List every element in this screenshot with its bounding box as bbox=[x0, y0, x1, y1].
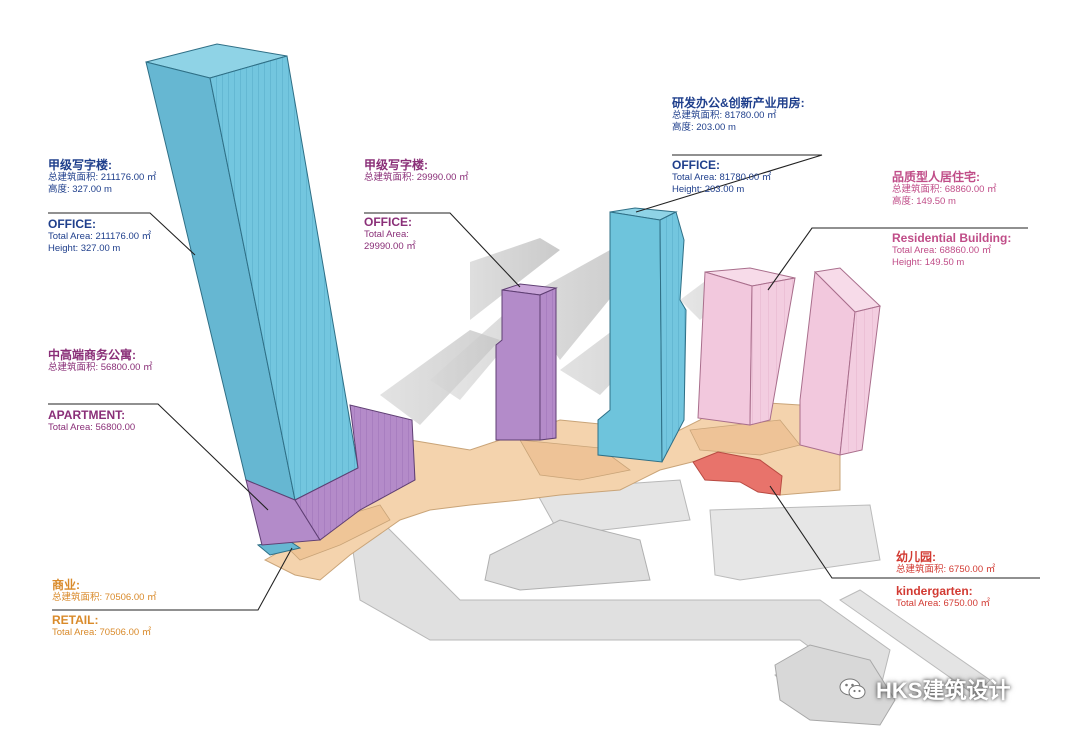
label-kindergarten: 幼儿园: 总建筑面积: 6750.00 ㎡ bbox=[896, 550, 995, 576]
res-b-front bbox=[799, 270, 856, 456]
kindergarten-cn-area: 总建筑面积: 6750.00 ㎡ bbox=[896, 564, 996, 576]
office-mid-en-title: OFFICE: bbox=[364, 215, 412, 229]
residential-mass bbox=[697, 267, 882, 456]
leader-line-residential bbox=[767, 227, 1028, 291]
watermark-text: HKS建筑设计 bbox=[876, 678, 1011, 703]
residential-en-title: Residential Building: bbox=[892, 231, 1012, 245]
office-mid-cn-area: 总建筑面积: 29990.00 ㎡ bbox=[364, 172, 469, 184]
residential-cn-title: 品质型人居住宅: bbox=[892, 170, 980, 184]
label-office-mid-en: OFFICE: Total Area: 29990.00 ㎡ bbox=[364, 215, 416, 252]
office-mid-en-area-label: Total Area: bbox=[364, 229, 409, 241]
leader-line-kindergarten bbox=[769, 485, 1040, 579]
residential-cn-height: 高度: 149.50 m bbox=[892, 195, 956, 207]
rnd-en-title: OFFICE: bbox=[672, 158, 720, 172]
retail-en-area: Total Area: 70506.00 ㎡ bbox=[52, 627, 152, 639]
label-retail-en: RETAIL: Total Area: 70506.00 ㎡ bbox=[52, 613, 151, 639]
label-rnd-office-en: OFFICE: Total Area: 81780.00 ㎡ Height: 2… bbox=[672, 158, 771, 195]
retail-en-title: RETAIL: bbox=[52, 613, 99, 627]
mid-office-front bbox=[495, 289, 541, 441]
rnd-cn-height: 高度: 203.00 m bbox=[672, 121, 736, 133]
office-tower-cn-height: 高度: 327.00 m bbox=[48, 183, 112, 195]
res-a-side bbox=[749, 277, 796, 426]
bridge-structure bbox=[709, 504, 881, 581]
apartment-side bbox=[294, 404, 416, 541]
wechat-icon bbox=[839, 678, 866, 699]
residential-en-height: Height: 149.50 m bbox=[892, 256, 965, 268]
leader-line-office-tower bbox=[48, 212, 196, 256]
ground-shadows bbox=[380, 238, 745, 425]
rnd-en-height: Height: 203.00 m bbox=[672, 183, 745, 195]
retail-cn-title: 商业: bbox=[52, 578, 80, 592]
leader-line-rnd bbox=[635, 154, 823, 213]
res-a-front bbox=[697, 271, 753, 426]
label-rnd-office: 研发办公&创新产业用房: 总建筑面积: 81780.00 ㎡ 高度: 203.0… bbox=[672, 96, 805, 133]
apartment-en-area: Total Area: 56800.00 bbox=[48, 422, 136, 434]
label-kindergarten-en: kindergarten: Total Area: 6750.00 ㎡ bbox=[896, 584, 990, 610]
label-apartment: 中高端商务公寓: 总建筑面积: 56800.00 ㎡ bbox=[48, 348, 153, 374]
apartment-cn-area: 总建筑面积: 56800.00 ㎡ bbox=[48, 362, 153, 374]
residential-en-area: Total Area: 68860.00 ㎡ bbox=[892, 245, 992, 257]
leader-line-retail bbox=[52, 547, 293, 611]
rnd-cn-title: 研发办公&创新产业用房: bbox=[672, 96, 805, 110]
kindergarten-en-area: Total Area: 6750.00 ㎡ bbox=[896, 598, 991, 610]
rnd-office-mass bbox=[597, 207, 687, 463]
rnd-cn-area: 总建筑面积: 81780.00 ㎡ bbox=[672, 110, 777, 122]
mid-office-side bbox=[539, 287, 557, 441]
office-tower-cn-area: 总建筑面积: 211176.00 ㎡ bbox=[48, 172, 157, 184]
apartment-mass bbox=[245, 404, 416, 546]
res-b-side bbox=[839, 305, 881, 456]
office-tower-en-height: Height: 327.00 m bbox=[48, 242, 121, 254]
office-mid-en-area-value: 29990.00 ㎡ bbox=[364, 240, 416, 252]
rnd-en-area: Total Area: 81780.00 ㎡ bbox=[672, 172, 772, 184]
bridge-path bbox=[839, 589, 991, 696]
rnd-side bbox=[659, 211, 687, 463]
kindergarten-cn-title: 幼儿园: bbox=[896, 550, 936, 564]
office-tower-cn-title: 甲级写字楼: bbox=[48, 158, 112, 172]
residential-cn-area: 总建筑面积: 68860.00 ㎡ bbox=[892, 184, 997, 196]
label-office-mid: 甲级写字楼: 总建筑面积: 29990.00 ㎡ bbox=[364, 158, 469, 184]
leader-line-apartment bbox=[48, 403, 269, 511]
podium-mass bbox=[263, 399, 841, 581]
bridge-loop bbox=[774, 644, 896, 726]
leader-lines bbox=[48, 154, 1040, 611]
kindergarten-en-title: kindergarten: bbox=[896, 584, 973, 598]
label-residential: 品质型人居住宅: 总建筑面积: 68860.00 ㎡ 高度: 149.50 m bbox=[892, 170, 997, 207]
label-office-tower-en: OFFICE: Total Area: 211176.00 ㎡ Height: … bbox=[48, 217, 151, 254]
watermark: HKS建筑设计 bbox=[838, 672, 1010, 706]
bridges bbox=[349, 479, 991, 726]
office-tower-en-area: Total Area: 211176.00 ㎡ bbox=[48, 231, 152, 243]
label-residential-en: Residential Building: Total Area: 68860.… bbox=[892, 231, 1011, 268]
retail-cn-area: 总建筑面积: 70506.00 ㎡ bbox=[52, 592, 157, 604]
label-retail: 商业: 总建筑面积: 70506.00 ㎡ bbox=[52, 578, 157, 604]
label-apartment-en: APARTMENT: Total Area: 56800.00 bbox=[48, 408, 135, 434]
apartment-en-title: APARTMENT: bbox=[48, 408, 126, 422]
office-tower-mass bbox=[145, 43, 359, 556]
bridge-structure bbox=[484, 519, 651, 591]
office-tower-en-title: OFFICE: bbox=[48, 217, 96, 231]
office-mid-cn-title: 甲级写字楼: bbox=[364, 158, 428, 172]
apartment-cn-title: 中高端商务公寓: bbox=[48, 348, 136, 362]
leader-line-office-mid bbox=[364, 212, 521, 288]
label-office-tower: 甲级写字楼: 总建筑面积: 211176.00 ㎡ 高度: 327.00 m bbox=[48, 158, 156, 195]
office-mid-mass bbox=[495, 283, 558, 441]
kindergarten-mass bbox=[692, 451, 783, 496]
